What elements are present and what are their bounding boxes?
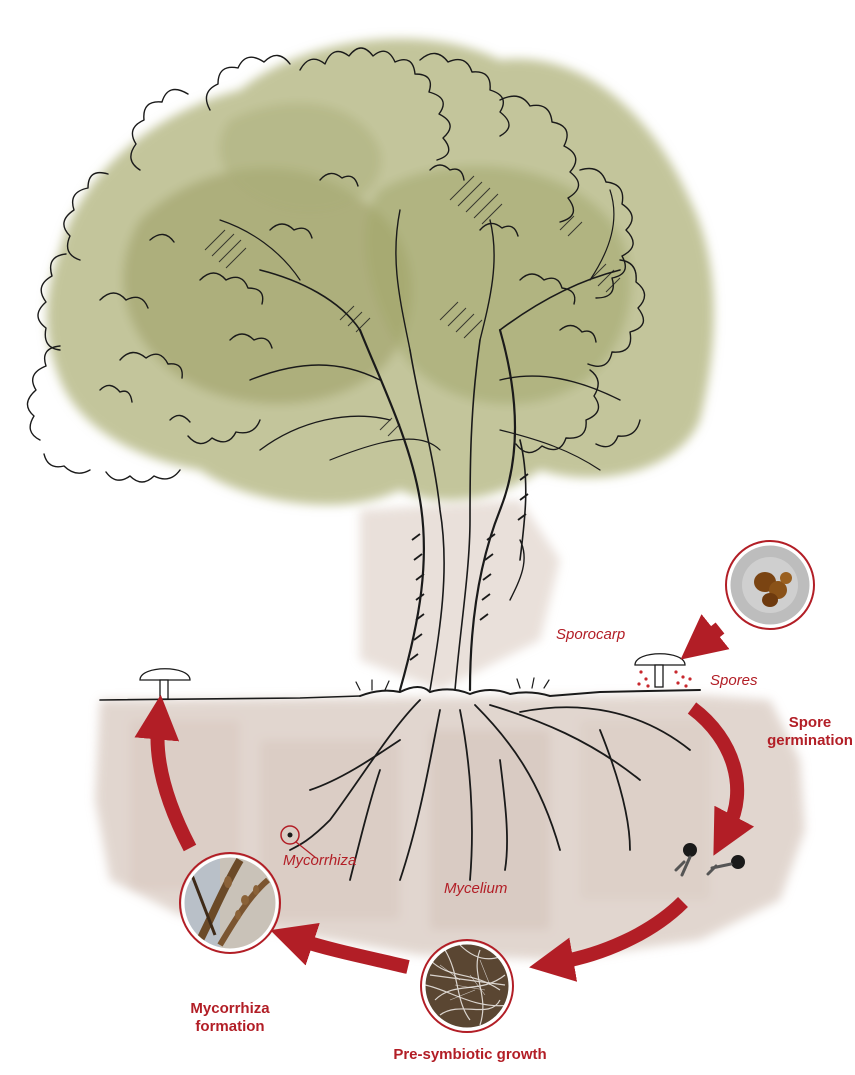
label-mycelium: Mycelium bbox=[444, 880, 507, 897]
label-mycorrhiza: Mycorrhiza bbox=[283, 852, 356, 869]
label-spores: Spores bbox=[710, 672, 758, 689]
mycelium-photo bbox=[420, 940, 515, 1035]
label-pre-symbiotic-growth: Pre-symbiotic growth bbox=[370, 1046, 570, 1064]
label-mycorrhiza-formation: Mycorrhiza formation bbox=[160, 1000, 300, 1036]
mushroom-icon-left bbox=[140, 669, 190, 699]
label-spore-germination-line1: Spore bbox=[765, 714, 855, 732]
label-spore-germination: Spore germination bbox=[765, 714, 855, 750]
arrow-spore-to-sporocarp bbox=[705, 628, 720, 640]
mycorrhiza-photo bbox=[180, 853, 280, 955]
label-sporocarp: Sporocarp bbox=[556, 626, 625, 643]
label-spore-germination-line2: germination bbox=[765, 732, 855, 750]
label-mycorrhiza-formation-line1: Mycorrhiza bbox=[160, 1000, 300, 1018]
spore-photo bbox=[725, 540, 815, 630]
label-mycorrhiza-formation-line2: formation bbox=[160, 1018, 300, 1036]
spores-dots bbox=[637, 670, 691, 687]
